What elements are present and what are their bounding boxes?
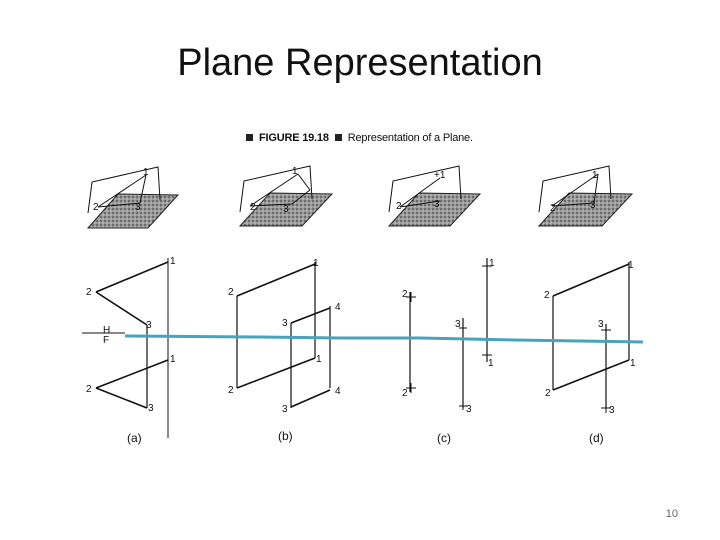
point-label: 2 [402, 388, 408, 399]
bullet-square-icon [334, 134, 342, 142]
ortho-view-d: 1 2 3 1 2 3 [544, 260, 636, 416]
fold-label-f: F [103, 335, 109, 346]
page-number: 10 [665, 508, 678, 520]
point-label: 2 [402, 289, 408, 300]
iso-point-label: +1 [434, 170, 446, 181]
point-label: 1 [489, 258, 495, 269]
ortho-view-b: 1 2 3 4 1 2 3 4 [228, 258, 341, 415]
ortho-view-c: 1 2 3 1 2 3 [402, 258, 495, 415]
point-label: 2 [544, 290, 550, 301]
iso-point-label: 3 [135, 202, 141, 213]
point-label: 3 [455, 319, 461, 330]
horizontal-plane [387, 192, 482, 227]
point-label: 1 [170, 354, 176, 365]
point-label: 2 [86, 384, 92, 395]
bullet-square-icon [246, 134, 253, 142]
point-label: 3 [282, 404, 288, 415]
point-label: 2 [228, 385, 234, 396]
inclined-plane [239, 165, 313, 213]
point-label: 4 [335, 302, 341, 313]
point-label: 4 [335, 386, 341, 397]
point-label: 3 [598, 319, 604, 330]
view-sublabel: (b) [278, 429, 293, 443]
point-label: 2 [228, 287, 234, 298]
iso-point-label: 3 [590, 200, 596, 211]
point-label: 1 [170, 256, 176, 267]
ortho-view-a: 1 2 3 1 2 3 H F [82, 256, 176, 438]
iso-point-label: 2 [93, 202, 99, 213]
figure-caption-text: Representation of a Plane. [347, 132, 473, 144]
iso-sketch-d: 1 2 3 [537, 165, 634, 227]
point-label: 3 [146, 320, 152, 331]
inclined-plane [388, 165, 462, 213]
fold-label-h: H [103, 325, 110, 336]
horizontal-plane [86, 193, 180, 229]
iso-point-label: 3 [283, 204, 289, 215]
inclined-plane [87, 166, 161, 214]
view-sublabel: (d) [589, 431, 604, 445]
point-label: 3 [282, 318, 288, 329]
iso-point-label: 1 [143, 167, 149, 178]
figure-label: FIGURE 19.18 [259, 132, 329, 144]
point-label: 3 [609, 405, 615, 416]
point-label: 1 [313, 258, 319, 269]
iso-point-label: 2 [396, 201, 402, 212]
iso-sketch-b: 1 2 3 [238, 165, 334, 227]
iso-point-label: 2 [550, 203, 556, 214]
fold-line-annotation [124, 334, 644, 344]
point-label: 2 [545, 388, 551, 399]
iso-point-label: 1 [592, 170, 598, 181]
point-label: 1 [316, 354, 322, 365]
iso-point-label: 1 [292, 166, 298, 177]
slide-title: Plane Representation [177, 42, 543, 84]
iso-point-label: 3 [434, 199, 440, 210]
view-sublabel: (c) [437, 431, 451, 445]
inclined-plane [538, 165, 612, 213]
horizontal-plane [537, 192, 634, 227]
point-label: 3 [148, 403, 154, 414]
iso-sketch-a: 1 2 3 [86, 166, 180, 229]
point-label: 2 [86, 287, 92, 298]
iso-point-label: 2 [250, 202, 256, 213]
point-label: 1 [628, 260, 634, 271]
horizontal-plane [238, 192, 334, 227]
iso-sketch-c: +1 2 3 [387, 165, 482, 227]
point-label: 1 [488, 358, 494, 369]
point-label: 1 [630, 358, 636, 369]
figure-caption: FIGURE 19.18 Representation of a Plane. [246, 132, 473, 144]
view-sublabel: (a) [127, 431, 142, 445]
point-label: 3 [466, 404, 472, 415]
